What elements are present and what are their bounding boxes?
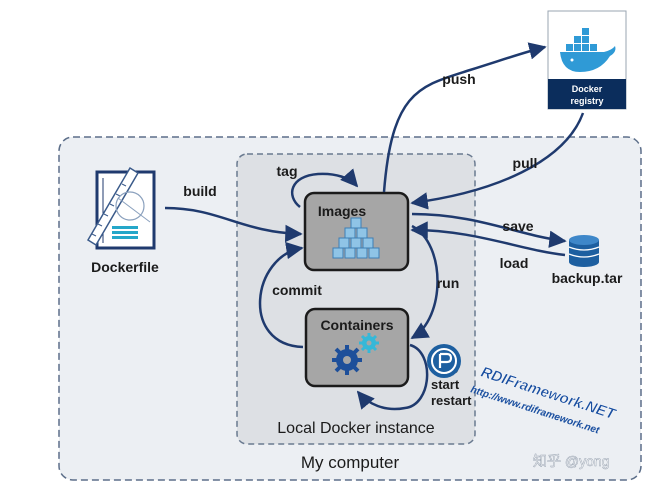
backup-database-icon [568,235,600,267]
images-label: Images [318,203,366,219]
cube-stack-icon [332,217,380,259]
build-arrow [164,206,303,243]
gears-icon [332,333,379,375]
dockerfile-label: Dockerfile [91,259,159,275]
restart-label: restart [431,393,472,408]
push-arrow [382,42,547,193]
registry-label-line1: Docker [572,84,603,94]
docker-registry-node: Docker registry [547,10,627,110]
load-label: load [500,255,529,271]
stop-start-restart-arrow [356,343,429,411]
my-computer-label: My computer [301,453,400,472]
containers-label: Containers [320,317,393,333]
local-docker-instance-label: Local Docker instance [277,420,435,437]
backup-label: backup.tar [552,270,623,286]
run-arrow [410,224,439,340]
containers-node [304,307,410,388]
push-label: push [442,71,475,87]
pull-arrow [410,112,585,210]
save-label: save [502,218,533,234]
registry-label-line2: registry [570,96,603,106]
images-node [303,191,410,272]
dockerfile-icon [86,166,156,250]
commit-arrow [258,241,304,349]
run-label: run [437,275,460,291]
watermark-credit: 知乎 @yong [533,453,609,469]
commit-label: commit [272,282,322,298]
watermark-logo-icon [427,344,461,378]
pull-label: pull [513,155,538,171]
tag-arrow [290,168,359,208]
load-arrow [410,221,566,257]
start-label: start [431,377,460,392]
save-arrow [411,212,567,248]
docker-whale-icon [560,28,616,72]
tag-label: tag [277,163,298,179]
build-label: build [183,183,216,199]
